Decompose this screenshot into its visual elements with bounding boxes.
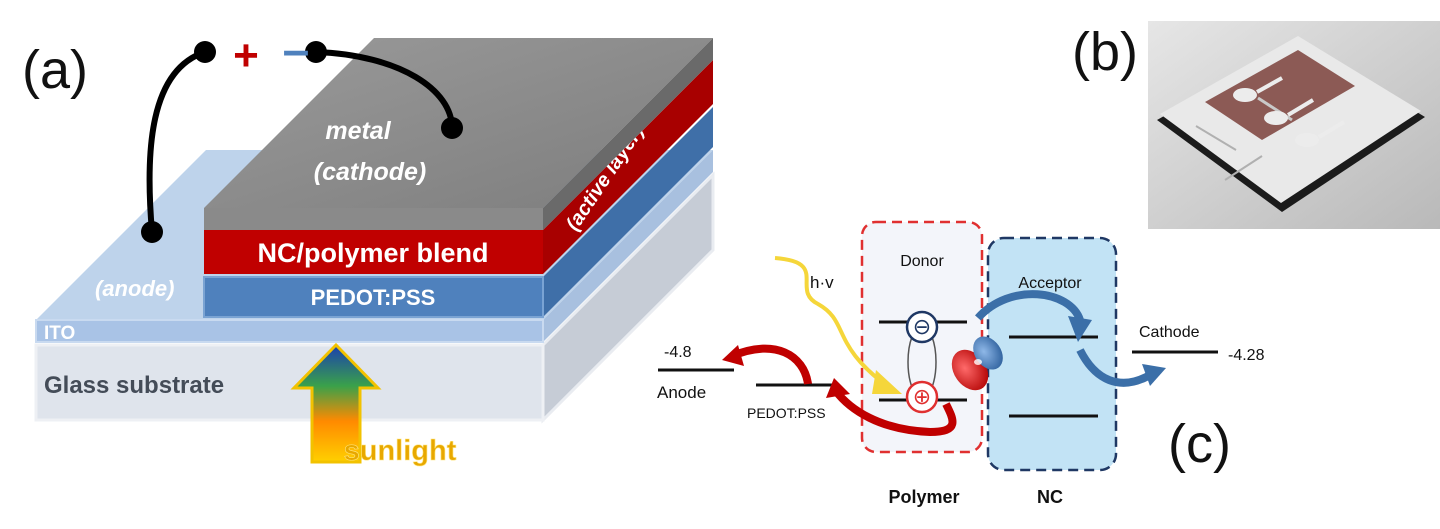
ito-label: ITO [44,323,75,344]
panel-label-c: (c) [1168,414,1231,474]
anode-label-c: Anode [657,383,706,402]
sunlight-label: sunlight [344,435,457,467]
panel-c-energy-diagram: (c) Donor Acceptor -4.8 Anode PEDOT:PSS … [657,220,1265,507]
electron-transfer-arrowhead [1068,316,1092,342]
acceptor-label: Acceptor [1018,275,1082,292]
metal-label: metal [325,117,391,145]
cathode-contact-dot [441,117,463,139]
panel-label-b: (b) [1072,22,1138,82]
charge-separation-marker [951,336,1003,391]
glass-substrate-label: Glass substrate [44,372,224,399]
plus-sign: + [233,31,259,80]
minus-sign: – [283,24,310,77]
pedot-layer: PEDOT:PSS [203,107,713,318]
electron-circle [905,310,939,344]
cathode-terminal-dot [305,41,327,63]
hole-collection-arrowhead [722,345,744,366]
electron-transfer-arrow [975,290,1084,322]
anode-value: -4.8 [664,344,692,361]
glass-substrate-layer: Glass substrate [34,171,715,424]
panel-b-photo: (b) [1072,21,1440,229]
cathode-wire [313,49,455,131]
acceptor-box [986,236,1118,472]
hole-transfer-arrowhead [826,378,850,398]
cathode-label-c: Cathode [1139,324,1200,341]
hv-label: h·v [810,273,834,292]
polymer-label: Polymer [888,487,959,507]
cathode-label: (cathode) [314,158,427,186]
hole-symbol: ⊕ [913,384,931,409]
hole-collection-arrow [730,344,812,385]
hole-circle [905,380,939,414]
electron-symbol: ⊖ [913,314,931,339]
pedot-label: PEDOT:PSS [311,285,436,310]
sunlight-arrow: sunlight [290,342,457,467]
panel-a-device: (a) Glass substrate ITO (anode) PEDOT:PS… [22,24,715,467]
anode-label: (anode) [95,276,174,301]
photon-path [774,256,892,390]
donor-label: Donor [900,253,944,270]
cathode-value: -4.28 [1228,347,1265,364]
anode-wire [146,49,208,235]
blend-label: NC/polymer blend [257,238,488,268]
circuit-wires [146,49,455,235]
anode-terminal-dot [194,41,216,63]
anode-contact-dot [141,221,163,243]
electron-collection-arrow [1076,348,1152,387]
panel-label-a: (a) [22,40,88,100]
electron-collection-arrowhead [1142,364,1166,386]
pedot-label-c: PEDOT:PSS [747,405,826,421]
hole-transfer-arrow [831,387,957,437]
nc-label: NC [1037,487,1063,507]
device-chip [1157,36,1425,212]
photon-arrowhead [872,370,902,394]
